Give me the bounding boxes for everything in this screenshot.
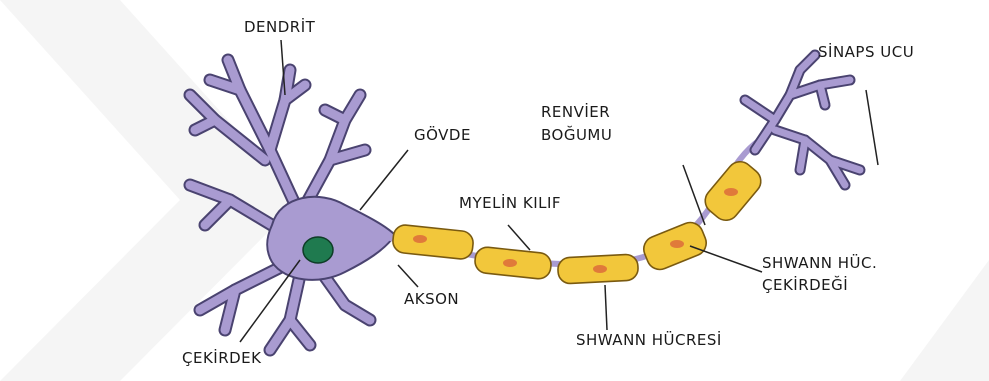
schwann-cell: [700, 156, 766, 225]
nucleus: [303, 237, 333, 263]
schwann-cell: [557, 254, 638, 284]
schwann-cell: [392, 224, 474, 260]
schwann-cell: [640, 219, 710, 274]
label-myelin: MYELİN KILIF: [459, 193, 561, 212]
label-renvier-line2: BOĞUMU: [541, 125, 612, 144]
label-dendrit: DENDRİT: [244, 17, 316, 36]
label-govde: GÖVDE: [414, 125, 471, 144]
label-cekirdek: ÇEKİRDEK: [182, 348, 262, 367]
synaptic-terminals: [745, 55, 860, 185]
label-renvier-line1: RENVİER: [541, 102, 610, 121]
label-akson: AKSON: [404, 290, 459, 308]
label-shwann-huc-line2: ÇEKİRDEĞİ: [762, 275, 848, 294]
label-shwann-hucresi: SHWANN HÜCRESİ: [576, 330, 722, 349]
schwann-cells: [392, 156, 766, 284]
schwann-cell: [474, 246, 552, 280]
label-shwann-huc-line1: SHWANN HÜC.: [762, 253, 877, 272]
cell-body: [267, 197, 395, 280]
label-sinaps-ucu: SİNAPS UCU: [818, 42, 914, 61]
